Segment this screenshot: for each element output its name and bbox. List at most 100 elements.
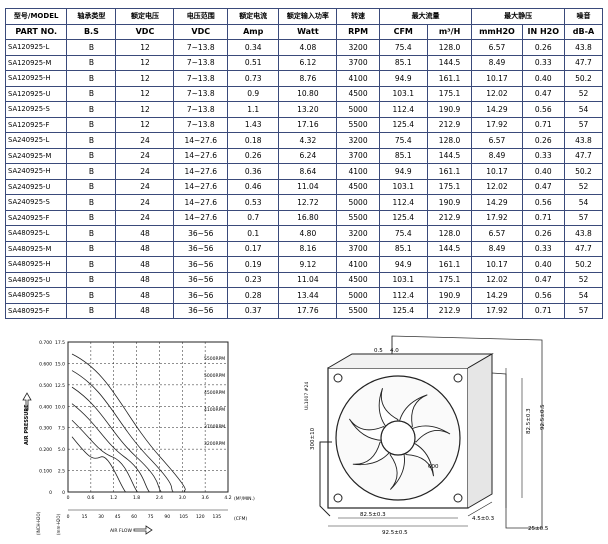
model-cell: SA120925-M [4, 54, 68, 71]
spec-cell: 0.53 [227, 194, 280, 211]
spec-cell: 75.4 [378, 225, 428, 242]
spec-cell: 0.56 [521, 287, 565, 304]
spec-cell: 12 [115, 116, 175, 133]
y-tick-mm: 5.0 [58, 447, 65, 453]
spec-cell: 0.56 [521, 101, 565, 118]
spec-cell: 0.51 [227, 54, 280, 71]
hdr-amp: Amp [227, 23, 280, 40]
spec-cell: 4100 [336, 70, 380, 87]
spec-cell: 0.1 [227, 225, 280, 242]
spec-cell: 8.49 [471, 54, 523, 71]
spec-cell: B [66, 225, 117, 242]
spec-cell: 3700 [336, 240, 380, 257]
spec-cell: 4500 [336, 271, 380, 288]
spec-cell: 7~13.8 [173, 85, 229, 102]
spec-cell: 48 [115, 271, 175, 288]
x-tick-cfm: 90 [164, 514, 170, 520]
spec-cell: 57 [563, 209, 604, 226]
rpm-curve [71, 436, 126, 493]
hdr-input-power: 额定输入功率 [278, 8, 338, 25]
x-tick-cfm: 105 [179, 514, 188, 520]
spec-cell: 7~13.8 [173, 54, 229, 71]
spec-cell: 52 [563, 85, 604, 102]
spec-cell: 175.1 [426, 271, 473, 288]
spec-cell: 3200 [336, 225, 380, 242]
spec-cell: 24 [115, 147, 175, 164]
x-tick-m3: 0.6 [87, 495, 94, 501]
spec-cell: 4500 [336, 178, 380, 195]
dim-flange-2: 4.0 [390, 348, 399, 354]
x-tick-m3: 1.2 [110, 495, 117, 501]
spec-cell: 0.47 [521, 85, 565, 102]
spec-cell: 48 [115, 287, 175, 304]
spec-cell: 128.0 [426, 132, 473, 149]
spec-cell: 11.04 [278, 178, 338, 195]
rpm-curve [71, 419, 138, 493]
spec-cell: 0.28 [227, 287, 280, 304]
spec-cell: 10.17 [471, 163, 523, 180]
spec-cell: 125.4 [378, 116, 428, 133]
spec-cell: 0.23 [227, 271, 280, 288]
spec-cell: 103.1 [378, 85, 428, 102]
spec-cell: 212.9 [426, 116, 473, 133]
spec-cell: 6.12 [278, 54, 338, 71]
spec-cell: 43.8 [563, 132, 604, 149]
spec-cell: 5000 [336, 194, 380, 211]
spec-cell: 47.7 [563, 240, 604, 257]
spec-cell: 14~27.6 [173, 194, 229, 211]
spec-cell: 3200 [336, 132, 380, 149]
spec-cell: 128.0 [426, 225, 473, 242]
spec-cell: 5000 [336, 101, 380, 118]
spec-cell: 0.71 [521, 209, 565, 226]
spec-cell: 36~56 [173, 240, 229, 257]
spec-cell: B [66, 163, 117, 180]
model-cell: SA480925-S [4, 287, 68, 304]
spec-cell: 0.73 [227, 70, 280, 87]
spec-cell: 0.56 [521, 194, 565, 211]
spec-cell: 12.72 [278, 194, 338, 211]
spec-cell: 0.26 [521, 132, 565, 149]
spec-cell: 12.02 [471, 271, 523, 288]
rpm-label: 5000RPM [204, 373, 225, 379]
spec-cell: 4500 [336, 85, 380, 102]
spec-cell: 75.4 [378, 132, 428, 149]
fan-hub [380, 420, 416, 456]
spec-cell: 0.33 [521, 54, 565, 71]
hdr-inh2o: IN H2O [521, 23, 565, 40]
spec-cell: 161.1 [426, 70, 473, 87]
spec-cell: 144.5 [426, 240, 473, 257]
spec-cell: 8.49 [471, 240, 523, 257]
spec-cell: 17.16 [278, 116, 338, 133]
spec-cell: 1.43 [227, 116, 280, 133]
model-cell: SA480925-L [4, 225, 68, 242]
spec-cell: 52 [563, 178, 604, 195]
spec-cell: 0.40 [521, 163, 565, 180]
spec-cell: 0.40 [521, 70, 565, 87]
model-cell: SA120925-H [4, 70, 68, 87]
hdr-part-no: PART NO. [4, 23, 68, 40]
spec-cell: 0.9 [227, 85, 280, 102]
model-cell: SA240925-M [4, 147, 68, 164]
spec-cell: 57 [563, 116, 604, 133]
fan-drawing-svg: 82.5±0.3 92.5±0.5 4.5±0.3 25±0.5 0.5 4.0… [304, 335, 549, 536]
spec-cell: 8.49 [471, 147, 523, 164]
rpm-label: 3200RPM [204, 441, 225, 447]
model-cell: SA240925-S [4, 194, 68, 211]
model-cell: SA120925-S [4, 101, 68, 118]
spec-cell: 3700 [336, 54, 380, 71]
dim-flange: 0.5 [374, 348, 383, 354]
y-tick-in: 0.400 [39, 404, 52, 410]
y-tick-in: 0.600 [39, 361, 52, 367]
spec-cell: B [66, 302, 117, 319]
y-tick-in: 0.300 [39, 426, 52, 432]
lead-wire-spec: UL1007 #24 [304, 382, 310, 410]
spec-cell: 0.71 [521, 302, 565, 319]
spec-cell: B [66, 147, 117, 164]
spec-cell: 0.71 [521, 116, 565, 133]
model-cell: SA240925-F [4, 209, 68, 226]
spec-cell: 14~27.6 [173, 132, 229, 149]
